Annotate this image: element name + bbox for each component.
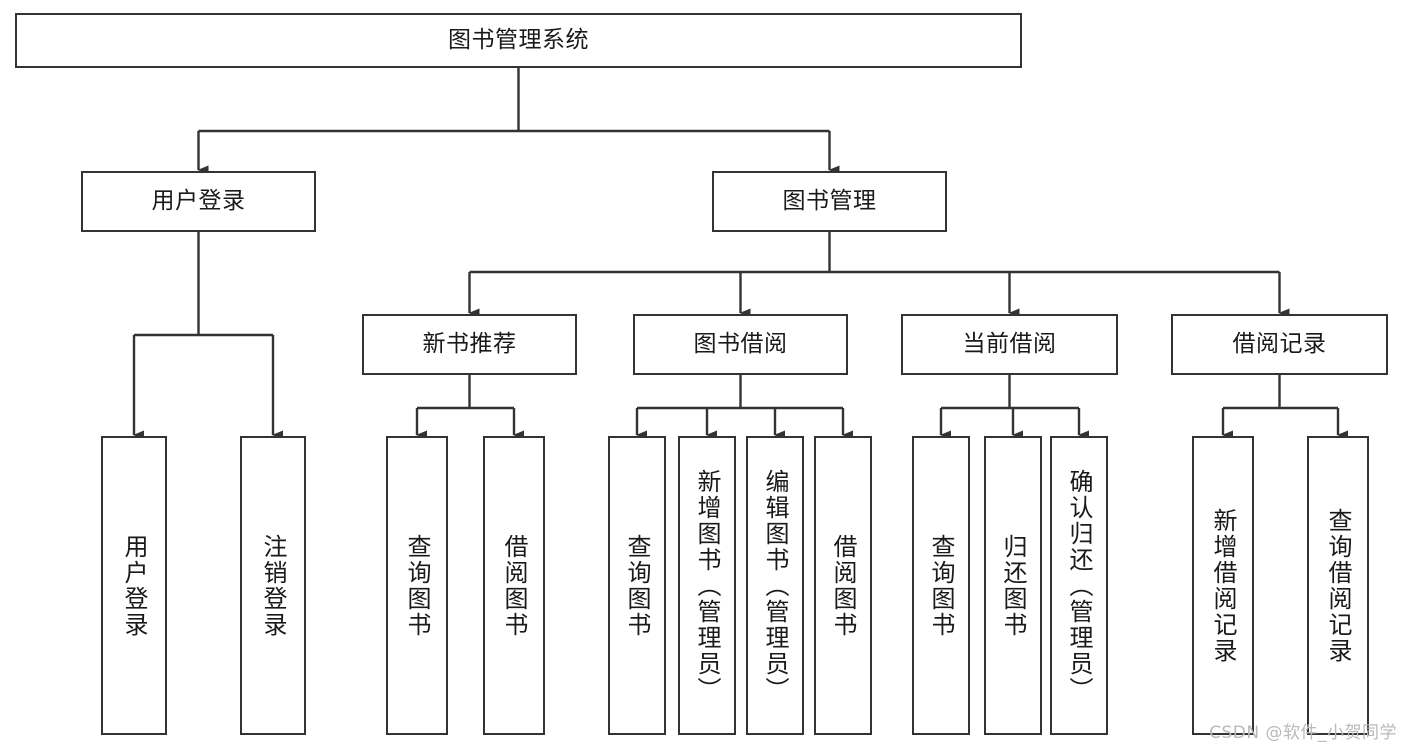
node-label-current-borrow: 当前借阅: [962, 330, 1057, 357]
node-leaf-bb-borrow[interactable]: 借阅图书: [814, 436, 872, 735]
node-label-root: 图书管理系统: [448, 26, 589, 53]
node-leaf-br-add[interactable]: 新增借阅记录: [1192, 436, 1254, 735]
node-current-borrow[interactable]: 当前借阅: [901, 314, 1118, 375]
node-label-borrow-record: 借阅记录: [1232, 330, 1327, 357]
node-label-leaf-rec-query: 查询图书: [403, 533, 431, 638]
node-book-mgmt[interactable]: 图书管理: [712, 171, 947, 232]
node-leaf-rec-borrow[interactable]: 借阅图书: [483, 436, 545, 735]
node-label-leaf-cb-confirm: 确认归还（管理员）: [1065, 468, 1093, 703]
node-leaf-user-login[interactable]: 用户登录: [101, 436, 167, 735]
node-label-leaf-bb-query: 查询图书: [623, 533, 651, 638]
node-leaf-bb-query[interactable]: 查询图书: [608, 436, 666, 735]
node-book-borrow[interactable]: 图书借阅: [633, 314, 848, 375]
node-label-new-book-rec: 新书推荐: [422, 330, 517, 357]
csdn-watermark: CSDN @软件_小贺同学: [1209, 723, 1397, 743]
node-leaf-br-query[interactable]: 查询借阅记录: [1307, 436, 1369, 735]
node-label-leaf-cb-query: 查询图书: [927, 533, 955, 638]
node-label-leaf-user-logout: 注销登录: [259, 533, 287, 638]
node-leaf-bb-edit[interactable]: 编辑图书（管理员）: [746, 436, 804, 735]
node-new-book-rec[interactable]: 新书推荐: [362, 314, 577, 375]
node-label-leaf-br-add: 新增借阅记录: [1209, 507, 1237, 664]
node-leaf-rec-query[interactable]: 查询图书: [386, 436, 448, 735]
node-label-leaf-bb-borrow: 借阅图书: [829, 533, 857, 638]
node-leaf-bb-add[interactable]: 新增图书（管理员）: [678, 436, 736, 735]
node-root[interactable]: 图书管理系统: [15, 13, 1022, 68]
node-label-leaf-cb-return: 归还图书: [999, 533, 1027, 638]
node-leaf-cb-return[interactable]: 归还图书: [984, 436, 1042, 735]
node-label-leaf-rec-borrow: 借阅图书: [500, 533, 528, 638]
node-borrow-record[interactable]: 借阅记录: [1171, 314, 1388, 375]
node-label-leaf-br-query: 查询借阅记录: [1324, 507, 1352, 664]
node-label-leaf-user-login: 用户登录: [120, 533, 148, 638]
node-leaf-user-logout[interactable]: 注销登录: [240, 436, 306, 735]
node-label-user-login: 用户登录: [151, 187, 246, 214]
node-leaf-cb-confirm[interactable]: 确认归还（管理员）: [1050, 436, 1108, 735]
node-user-login[interactable]: 用户登录: [81, 171, 316, 232]
node-leaf-cb-query[interactable]: 查询图书: [912, 436, 970, 735]
node-label-book-borrow: 图书借阅: [693, 330, 788, 357]
node-label-leaf-bb-edit: 编辑图书（管理员）: [761, 468, 789, 703]
node-label-book-mgmt: 图书管理: [782, 187, 877, 214]
node-label-leaf-bb-add: 新增图书（管理员）: [693, 468, 721, 703]
